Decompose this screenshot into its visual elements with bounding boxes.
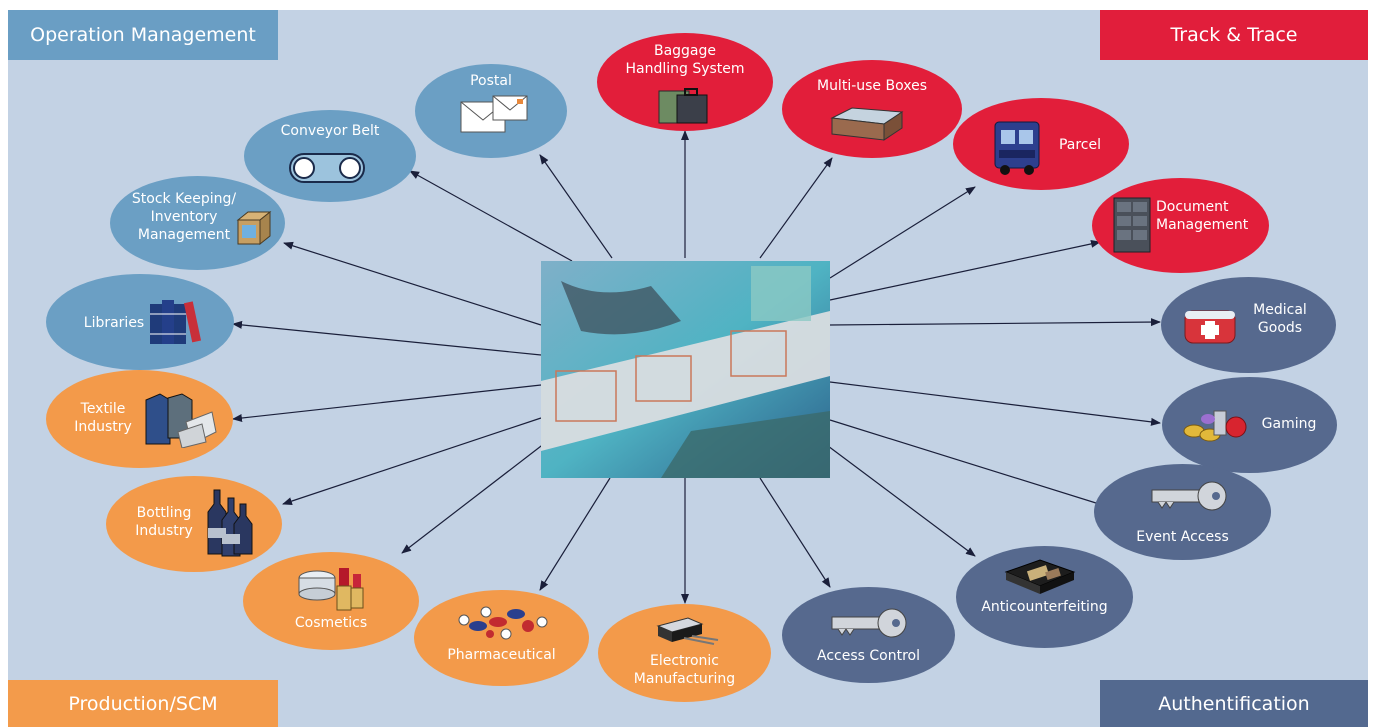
node-cosmetics: Cosmetics bbox=[243, 552, 419, 650]
transistor-icon bbox=[656, 617, 719, 645]
rfid-center-photo bbox=[541, 261, 830, 478]
node-pharmaceutical: Pharmaceutical bbox=[414, 590, 589, 686]
envelope-icon bbox=[460, 95, 528, 133]
node-bottling-industry: Bottling Industry bbox=[106, 476, 282, 572]
node-stock-label: Stock Keeping/ Inventory Management bbox=[131, 191, 237, 243]
node-medical-label: Medical Goods bbox=[1253, 302, 1307, 336]
node-cosmetics-label: Cosmetics bbox=[294, 615, 368, 631]
node-baggage-handling: Baggage Handling System bbox=[597, 33, 773, 131]
books-icon bbox=[150, 300, 202, 344]
suitcase-icon bbox=[658, 88, 708, 124]
node-access-control: Access Control bbox=[782, 587, 955, 683]
chips-icon bbox=[1183, 410, 1247, 442]
node-parcel-label: Parcel bbox=[1058, 137, 1102, 153]
node-gaming: Gaming bbox=[1162, 377, 1337, 473]
authentification-label: Authentification bbox=[1100, 680, 1368, 727]
key-icon bbox=[831, 608, 907, 638]
clothes-icon bbox=[145, 393, 217, 448]
node-postal-label: Postal bbox=[470, 73, 512, 89]
node-bottling-label: Bottling Industry bbox=[135, 505, 193, 539]
node-postal: Postal bbox=[415, 64, 567, 158]
node-anticounterfeiting: Anticounterfeiting bbox=[956, 546, 1133, 648]
lipstick-icon bbox=[298, 568, 364, 611]
node-document-label: Document Management bbox=[1156, 199, 1249, 233]
node-conveyor-label: Conveyor Belt bbox=[280, 123, 380, 139]
track-trace-label: Track & Trace bbox=[1100, 10, 1368, 60]
chip-package-icon bbox=[1004, 559, 1076, 594]
node-textile-industry: Textile Industry bbox=[46, 370, 233, 468]
production-scm-label: Production/SCM bbox=[8, 680, 278, 727]
node-conveyor-belt: Conveyor Belt bbox=[244, 110, 416, 202]
node-document-management: Document Management bbox=[1092, 178, 1269, 273]
node-multiuse-label: Multi-use Boxes bbox=[816, 78, 927, 94]
pills-icon bbox=[458, 606, 548, 640]
node-libraries: Libraries bbox=[46, 274, 234, 370]
node-anticounterfeiting-label: Anticounterfeiting bbox=[981, 599, 1108, 615]
bottles-icon bbox=[207, 489, 253, 557]
node-baggage-label: Baggage Handling System bbox=[625, 43, 745, 77]
node-multi-use-boxes: Multi-use Boxes bbox=[782, 60, 962, 158]
conveyor-icon bbox=[289, 153, 365, 183]
cabinet-icon bbox=[1113, 197, 1151, 253]
node-electronic-label: Electronic Manufacturing bbox=[633, 653, 736, 687]
node-electronic-manufacturing: Electronic Manufacturing bbox=[598, 604, 771, 702]
node-event-access: Event Access bbox=[1094, 464, 1271, 560]
node-event-label: Event Access bbox=[1136, 529, 1229, 545]
node-parcel: Parcel bbox=[953, 98, 1129, 190]
node-medical-goods: Medical Goods bbox=[1161, 277, 1336, 373]
carton-icon bbox=[236, 210, 272, 246]
node-pharma-label: Pharmaceutical bbox=[447, 647, 556, 663]
node-gaming-label: Gaming bbox=[1261, 416, 1317, 432]
node-access-label: Access Control bbox=[817, 648, 920, 664]
truck-icon bbox=[994, 121, 1040, 175]
node-stock-keeping: Stock Keeping/ Inventory Management bbox=[110, 176, 285, 270]
operation-management-label: Operation Management bbox=[8, 10, 278, 60]
node-libraries-label: Libraries bbox=[83, 315, 145, 331]
key-icon bbox=[1151, 481, 1227, 511]
node-textile-label: Textile Industry bbox=[74, 401, 132, 435]
first-aid-kit-icon bbox=[1184, 310, 1236, 344]
box-icon bbox=[830, 107, 904, 141]
